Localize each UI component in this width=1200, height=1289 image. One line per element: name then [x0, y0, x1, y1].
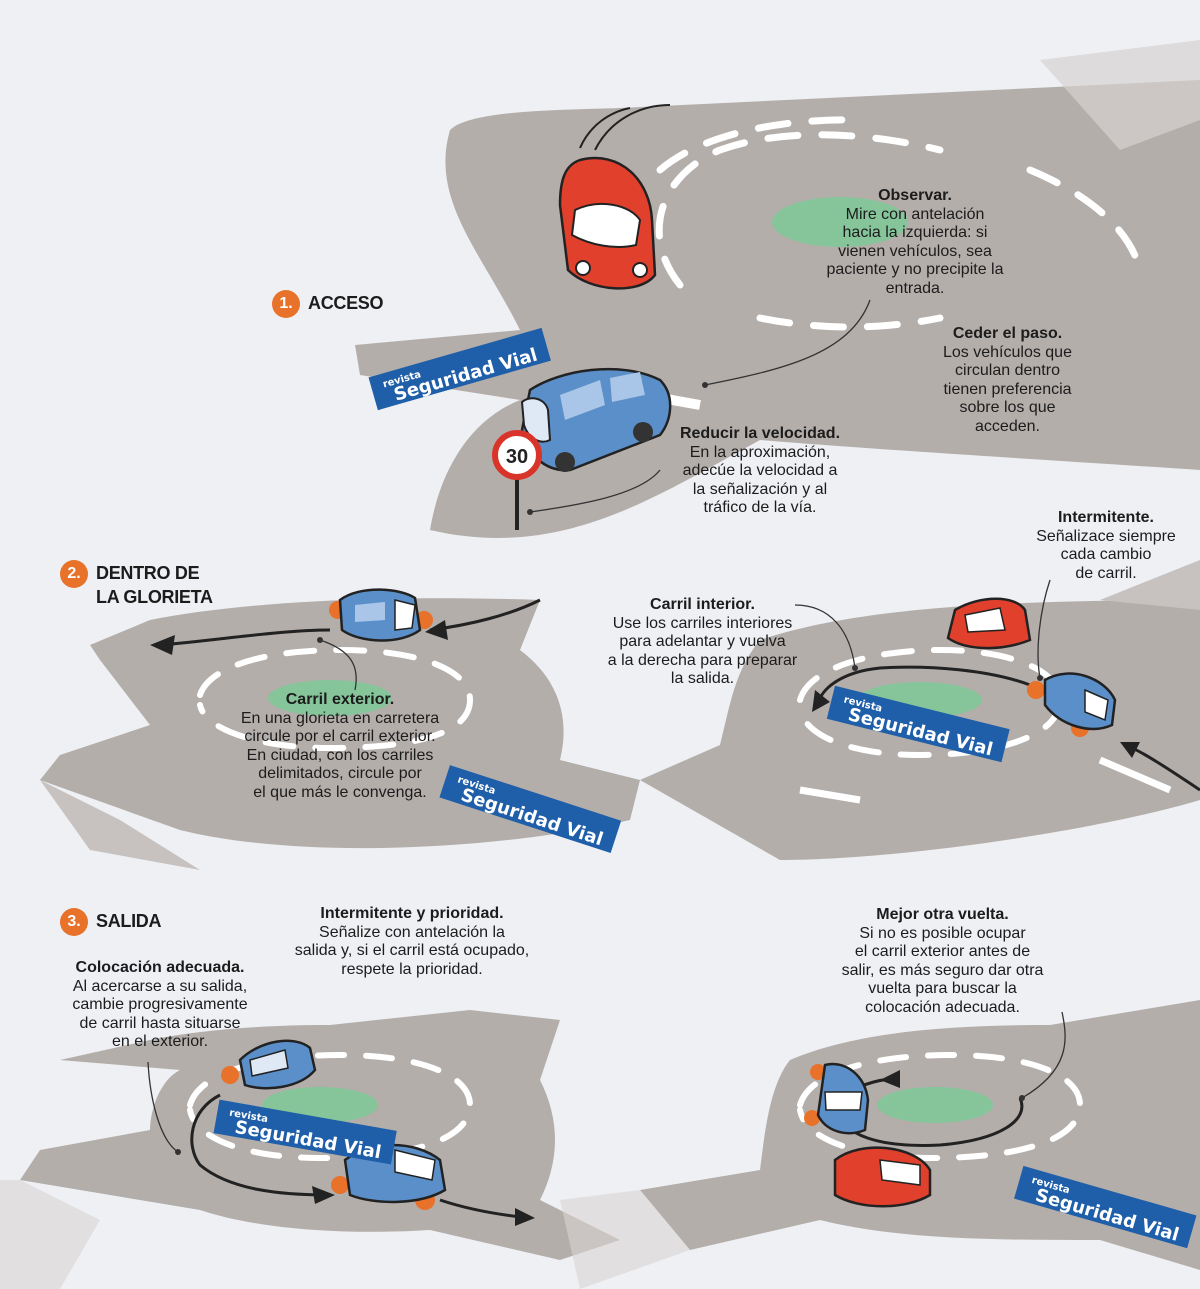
roundabout-2a: [40, 588, 640, 870]
note-carril-interior: Carril interior. Use los carriles interi…: [575, 596, 830, 689]
red-car-icon: [558, 104, 671, 290]
blue-car-icon: [329, 588, 433, 642]
blue-car-icon: [804, 1062, 870, 1135]
speed-limit-sign-icon: 30: [492, 430, 542, 530]
note-colocacion-adecuada: Colocación adecuada. Al acercarse a su s…: [40, 959, 280, 1052]
note-reducir-velocidad: Reducir la velocidad. En la aproximación…: [660, 425, 860, 518]
note-title: Intermitente y prioridad.: [320, 905, 504, 922]
note-body: En una glorieta en carretera circule por…: [240, 709, 440, 801]
section-label: DENTRO DE LA GLORIETA: [96, 563, 213, 607]
section-number: 3.: [60, 908, 88, 936]
section-label: SALIDA: [96, 911, 162, 931]
note-body: Use los carriles interiores para adelant…: [607, 614, 798, 688]
note-body: Señalize con antelación la salida y, si …: [294, 923, 530, 978]
note-title: Carril interior.: [650, 596, 755, 613]
note-title: Reducir la velocidad.: [679, 425, 841, 442]
note-body: Señalizace siempre cada cambio de carril…: [1036, 527, 1176, 582]
svg-text:30: 30: [506, 446, 528, 468]
note-title: Ceder el paso.: [952, 325, 1063, 342]
section-header-acceso: 1. ACCESO: [272, 290, 384, 318]
note-carril-exterior: Carril exterior. En una glorieta en carr…: [210, 691, 470, 802]
section-label: ACCESO: [308, 293, 384, 313]
note-title: Carril exterior.: [285, 691, 395, 708]
note-body: Mire con antelación hacia la izquierda: …: [826, 205, 1004, 297]
note-title: Intermitente.: [1057, 509, 1154, 526]
section-number: 2.: [60, 560, 88, 588]
note-mejor-otra-vuelta: Mejor otra vuelta. Si no es posible ocup…: [810, 906, 1075, 1017]
roundabout-1: 30: [355, 40, 1200, 538]
red-car-icon: [833, 1146, 932, 1208]
note-ceder-paso: Ceder el paso. Los vehículos que circula…: [905, 325, 1110, 436]
note-body: Si no es posible ocupar el carril exteri…: [841, 924, 1044, 1016]
note-body: Los vehículos que circulan dentro tienen…: [943, 343, 1072, 435]
section-header-salida: 3. SALIDA: [60, 908, 162, 936]
note-intermitente-prioridad: Intermitente y prioridad. Señalize con a…: [262, 905, 562, 979]
section-number: 1.: [272, 290, 300, 318]
roundabout-3b: [560, 1000, 1200, 1289]
note-body: Al acercarse a su salida, cambie progres…: [72, 977, 248, 1051]
note-intermitente: Intermitente. Señalizace siempre cada ca…: [1010, 509, 1200, 583]
red-car-icon: [946, 597, 1032, 650]
note-title: Observar.: [878, 187, 952, 204]
note-body: En la aproximación, adecúe la velocidad …: [682, 443, 838, 517]
roundabout-2b: [640, 560, 1200, 860]
note-observar: Observar. Mire con antelación hacia la i…: [790, 187, 1040, 298]
blue-car-icon: [221, 1039, 317, 1090]
note-title: Colocación adecuada.: [75, 959, 245, 976]
note-title: Mejor otra vuelta.: [876, 906, 1009, 923]
blue-car-icon: [1027, 672, 1117, 737]
roundabout-3a: [0, 1010, 620, 1289]
section-header-dentro: 2. DENTRO DE LA GLORIETA: [60, 560, 213, 609]
